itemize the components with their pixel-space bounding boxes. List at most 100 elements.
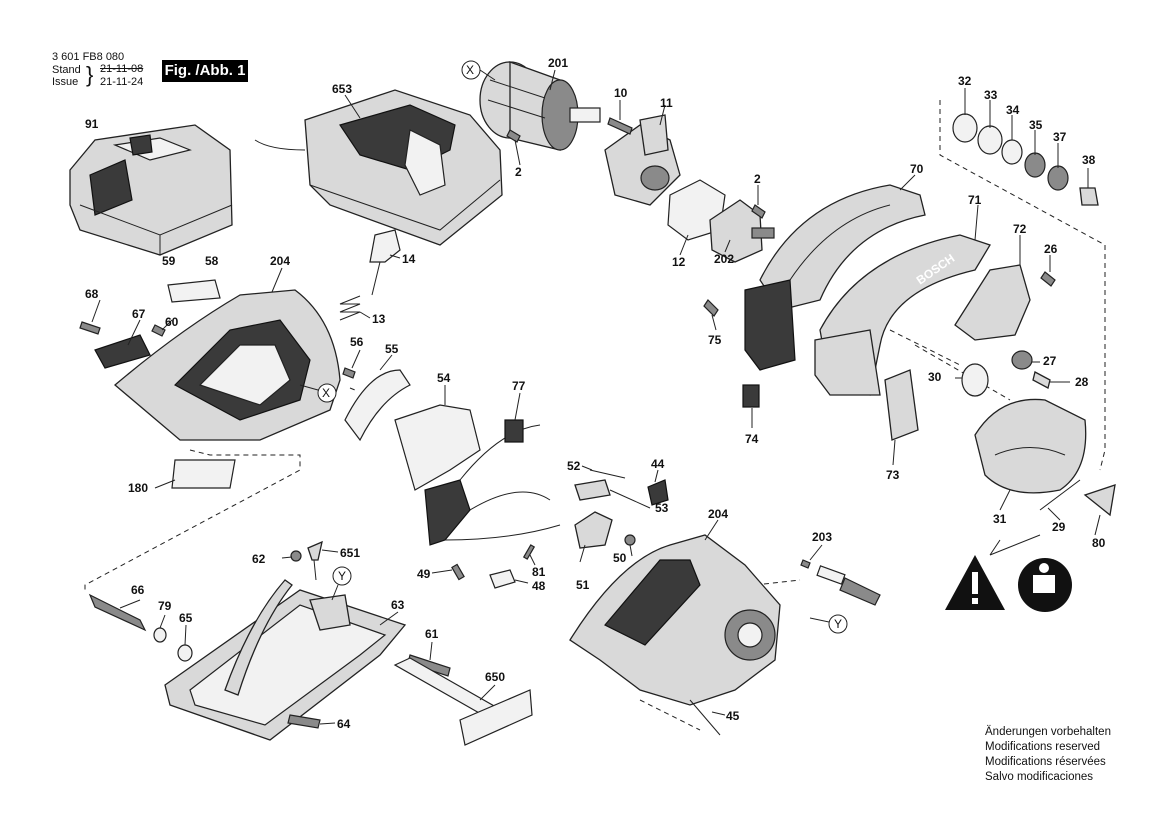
callout-180: 180	[128, 481, 149, 495]
switch-lever	[94, 334, 151, 369]
marker-y-label: Y	[834, 617, 843, 631]
callout-66: 66	[131, 583, 145, 597]
lower-blade-guard	[974, 398, 1087, 494]
spring-13	[339, 295, 361, 321]
callout-56: 56	[350, 335, 364, 349]
assembly-line	[889, 329, 1011, 401]
callout-651: 651	[340, 546, 361, 560]
marker-y-1	[331, 566, 352, 601]
callout-73: 73	[886, 468, 900, 482]
electronics-module	[424, 419, 561, 546]
washer-65	[177, 644, 193, 662]
callout-62: 62	[252, 552, 266, 566]
callout-35: 35	[1029, 118, 1043, 132]
plate-54	[394, 404, 481, 491]
callout-37: 37	[1053, 130, 1067, 144]
motor	[479, 61, 601, 151]
callout-201: 201	[548, 56, 569, 70]
washer-79	[153, 627, 167, 643]
callout-202: 202	[714, 252, 735, 266]
screw-60	[151, 324, 166, 337]
wing-screw-651	[307, 540, 323, 561]
screw-2a	[506, 129, 521, 143]
screw-75	[703, 299, 719, 317]
callout-49: 49	[417, 567, 431, 581]
callout-59: 59	[162, 254, 176, 268]
spring	[1039, 479, 1081, 511]
wire-52	[589, 469, 626, 479]
brace: }	[86, 62, 94, 87]
screw	[1032, 371, 1051, 389]
callout-81: 81	[532, 565, 546, 579]
callout-91: 91	[85, 117, 99, 131]
pin-49	[451, 563, 465, 581]
marker-x-label: X	[466, 63, 475, 77]
callout-75: 75	[708, 333, 722, 347]
pin-14	[371, 261, 381, 296]
stand-label: Stand	[52, 64, 81, 76]
callout-77: 77	[512, 379, 526, 393]
callout-74: 74	[745, 432, 759, 446]
callout-54: 54	[437, 371, 451, 385]
callout-71: 71	[968, 193, 982, 207]
rod-66	[88, 593, 147, 632]
read-manual-icon	[1018, 558, 1072, 612]
wrench-45	[689, 699, 721, 736]
callout-79: 79	[158, 599, 172, 613]
callout-30: 30	[928, 370, 942, 384]
nut-62	[290, 550, 302, 562]
label-80	[1083, 484, 1116, 517]
callout-34: 34	[1006, 103, 1020, 117]
label-58	[167, 279, 221, 303]
led-44	[647, 479, 669, 506]
callout-61: 61	[425, 627, 439, 641]
assembly-line	[939, 100, 1106, 471]
callout-10: 10	[614, 86, 628, 100]
marker-y-label: Y	[338, 569, 347, 583]
callout-650: 650	[485, 670, 506, 684]
callout-52: 52	[567, 459, 581, 473]
handle-housing	[569, 534, 781, 706]
callout-14: 14	[402, 252, 416, 266]
notice-de: Änderungen vorbehalten	[985, 726, 1111, 738]
callout-38: 38	[1082, 153, 1096, 167]
callout-31: 31	[993, 512, 1007, 526]
parallel-guide	[393, 657, 533, 746]
screw-56	[342, 367, 356, 379]
screw-10	[607, 117, 633, 135]
callout-55: 55	[385, 342, 399, 356]
callout-45: 45	[726, 709, 740, 723]
callout-204: 204	[270, 254, 291, 268]
callout-70: 70	[910, 162, 924, 176]
leader-lines	[91, 69, 1101, 725]
callout-50: 50	[613, 551, 627, 565]
base-plate	[164, 579, 407, 741]
screw-26	[1040, 271, 1056, 287]
assembly-line	[639, 579, 801, 731]
assembly-line	[84, 387, 356, 590]
issue-label: Issue	[52, 76, 79, 88]
screw-64	[287, 714, 321, 729]
callout-29: 29	[1052, 520, 1066, 534]
old-date: 21-11-08	[100, 63, 144, 75]
upper-blade-guard	[744, 184, 926, 371]
callout-32: 32	[958, 74, 972, 88]
callout-68: 68	[85, 287, 99, 301]
charger	[254, 89, 503, 246]
part-number: 3 601 FB8 080	[52, 51, 125, 63]
callout-13: 13	[372, 312, 386, 326]
warning-triangle-icon	[945, 555, 1005, 610]
notice-fr: Modifications réservées	[985, 756, 1106, 768]
screw-2b	[751, 204, 766, 219]
cover-55	[344, 369, 411, 442]
marker-x-2	[299, 383, 337, 403]
callout-64: 64	[337, 717, 351, 731]
switch-53	[574, 479, 611, 501]
battery-pack	[69, 124, 233, 256]
sleeve-48	[489, 569, 516, 589]
marker-y-2	[809, 614, 848, 634]
callout-48: 48	[532, 579, 546, 593]
riving-bracket	[954, 264, 1031, 341]
gearbox	[604, 114, 681, 206]
